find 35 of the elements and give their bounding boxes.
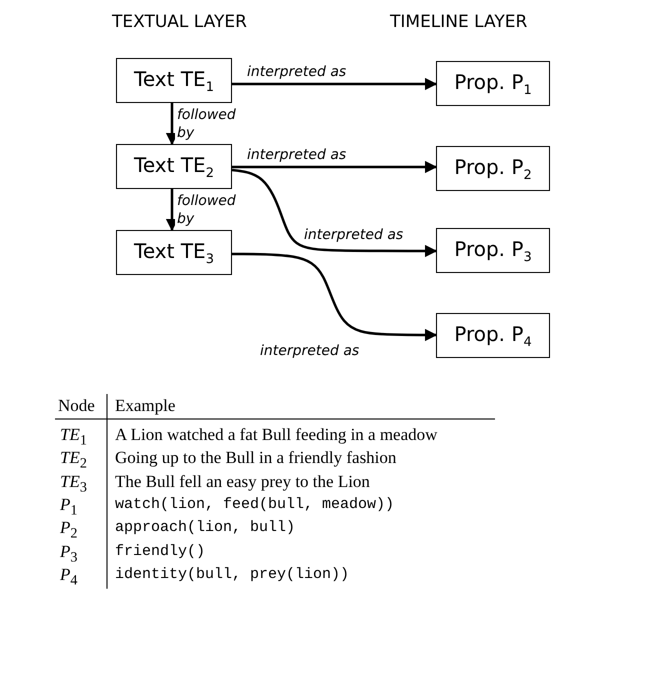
arrow [232, 168, 438, 258]
table-cell: Going up to the Bull in a friendly fashion [115, 448, 396, 468]
edge-label: followed by [175, 106, 239, 142]
table-cell: P$_{3}$ [60, 542, 78, 567]
table-cell: TE$_{1}$ [60, 425, 87, 450]
table-cell: watch(lion, feed(bull, meadow)) [115, 494, 394, 515]
layer-heading: TIMELINE LAYER [390, 12, 528, 32]
arrow [232, 78, 438, 90]
text-box: Text TE$_{3}$ [116, 230, 232, 275]
edge-label: interpreted as [245, 146, 348, 164]
table-cell: TE$_{3}$ [60, 472, 87, 497]
arrow [232, 160, 438, 174]
edge-label: interpreted as [258, 342, 362, 360]
text-box: Prop. P$_{4}$ [436, 313, 550, 358]
layer-heading: TEXTUAL LAYER [112, 12, 247, 32]
table-cell: approach(lion, bull) [115, 518, 296, 538]
table-cell: The Bull fell an easy prey to the Lion [115, 472, 370, 492]
text-box: Prop. P$_{2}$ [436, 146, 550, 191]
text-box: Text TE$_{2}$ [116, 144, 232, 189]
table-cell: friendly() [115, 542, 206, 562]
edge-label: interpreted as [245, 63, 348, 81]
table-cell: A Lion watched a fat Bull feeding in a meadow [115, 425, 438, 445]
table-cell: TE$_{2}$ [60, 448, 87, 474]
edge-label: followed by [175, 192, 239, 228]
edge-label: interpreted as [302, 226, 406, 244]
text-box: Text TE$_{1}$ [116, 58, 232, 103]
text-box: Prop. P$_{3}$ [436, 228, 550, 273]
table-cell: Node [58, 396, 95, 416]
table-cell: P$_{4}$ [60, 564, 78, 590]
table-cell: P$_{1}$ [60, 494, 78, 520]
table-cell: identity(bull, prey(lion)) [115, 564, 350, 585]
table-cell: Example [115, 396, 176, 416]
text-box: Prop. P$_{1}$ [436, 61, 550, 106]
table-cell: P$_{2}$ [60, 518, 78, 544]
arrow [232, 252, 438, 342]
